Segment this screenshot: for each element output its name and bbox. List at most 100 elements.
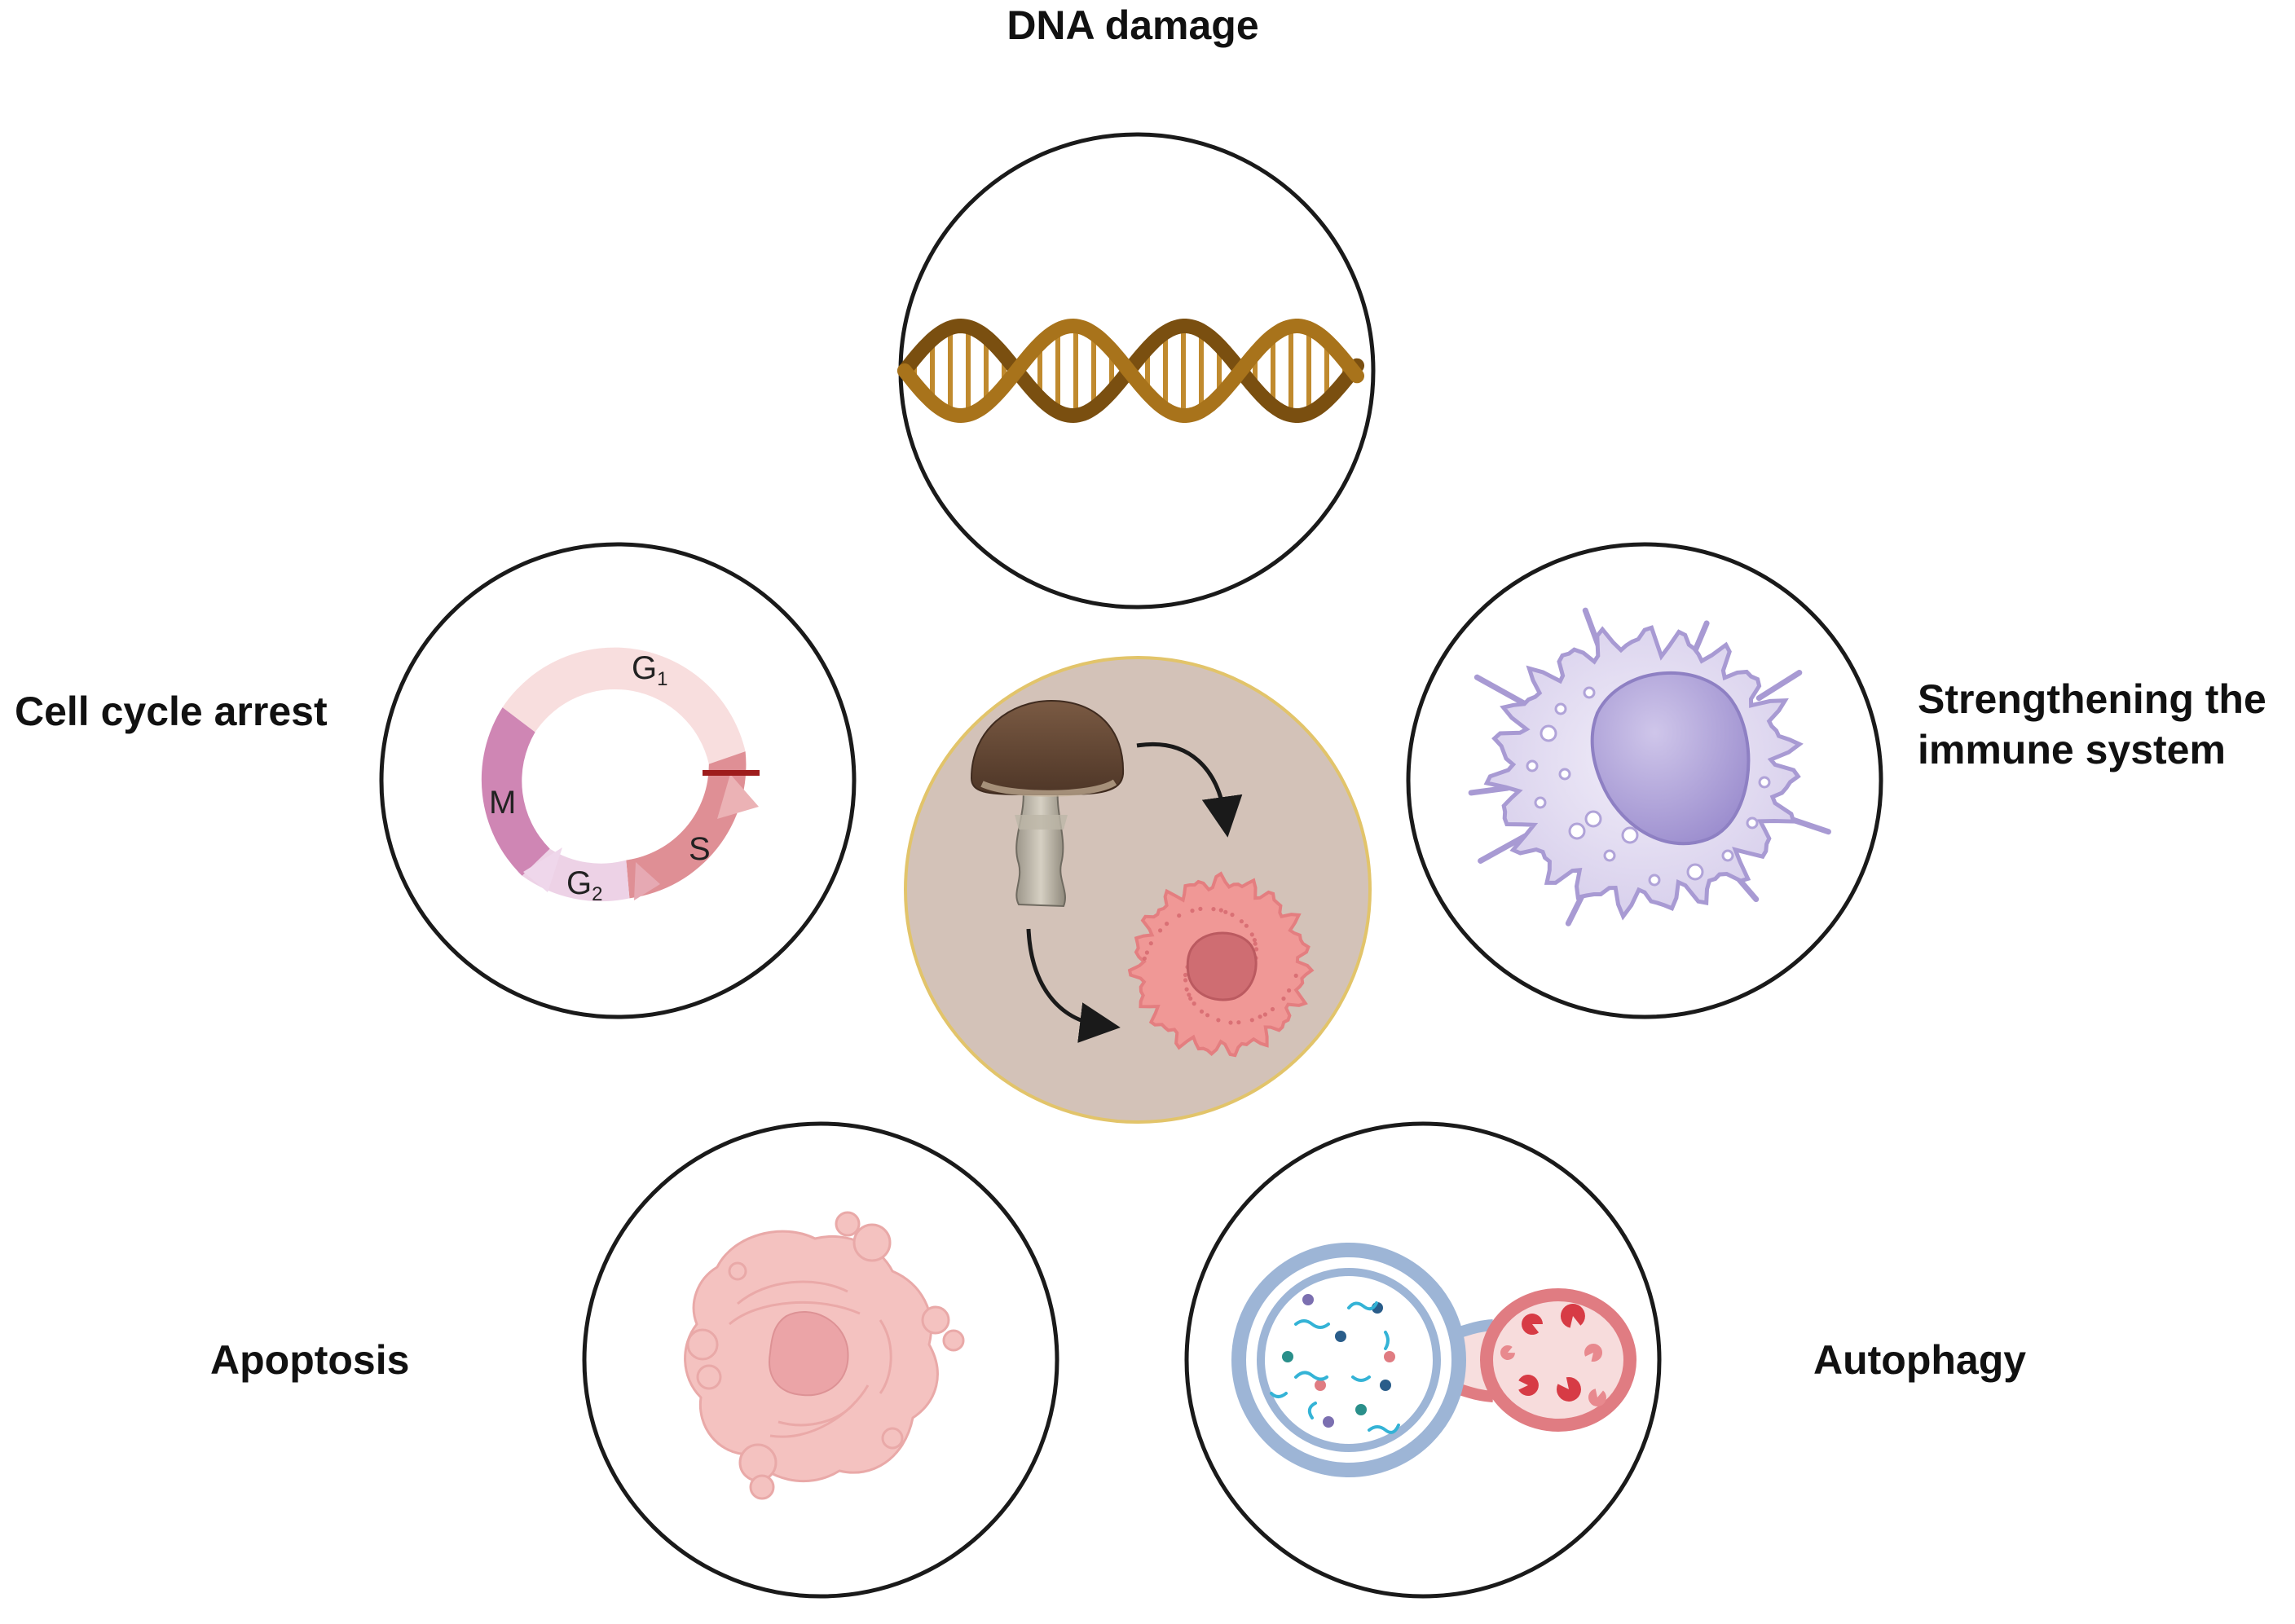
cell-speckle (1262, 1012, 1267, 1017)
cell-speckle (1293, 973, 1298, 978)
cargo-particle (1380, 1380, 1391, 1391)
cell-speckle (1158, 928, 1163, 933)
label-immune-line1: Strengthening the (1918, 676, 2266, 722)
autophagy-panel (1184, 1121, 1662, 1599)
cell-speckle (1187, 992, 1192, 997)
cargo-icons (1270, 1294, 1400, 1434)
label-autophagy: Autophagy (1813, 1337, 2026, 1383)
phase-s-arc (626, 751, 747, 899)
cargo-particle (1384, 1351, 1395, 1362)
dna-helix-icon (897, 318, 1364, 424)
cargo-protein (1270, 1392, 1288, 1398)
cell-speckle (1199, 1009, 1205, 1014)
arrow-lower (1026, 928, 1121, 1043)
granule (1758, 776, 1771, 789)
cell-speckle (1223, 909, 1228, 914)
cell-speckle (1144, 950, 1149, 955)
mushroom-icon (970, 699, 1125, 908)
apoptosis-panel (582, 1121, 1059, 1599)
cell-speckle (1218, 908, 1223, 913)
cell-speckle (1211, 907, 1216, 912)
hydrolase-enzyme (1588, 1389, 1606, 1406)
granule (1554, 702, 1567, 715)
cell-speckle (1228, 1020, 1233, 1025)
granule (1568, 822, 1586, 840)
cell-speckle (1183, 978, 1188, 983)
lysosome (1480, 1288, 1636, 1432)
mushroom-stem (1015, 786, 1066, 908)
granule (1648, 874, 1661, 887)
granule (1721, 849, 1734, 862)
apoptotic-membrane-lines (729, 1280, 892, 1438)
cargo-particle (1323, 1416, 1334, 1428)
cell-spike (1473, 674, 1529, 707)
autophagosome-inner (1257, 1268, 1441, 1452)
hydrolase-enzyme (1522, 1314, 1543, 1336)
phase-m-arc (481, 707, 550, 876)
hydrolase-enzyme (1584, 1343, 1603, 1362)
cargo-particle (1355, 1404, 1367, 1415)
cargo-particle (1335, 1331, 1346, 1342)
checkpoint-bar (703, 770, 760, 776)
center-panel (904, 656, 1372, 1124)
autolysosome-icon (1231, 1243, 1636, 1477)
dna-panel (897, 132, 1376, 610)
granule (1621, 826, 1639, 844)
cargo-protein (1384, 1331, 1390, 1350)
hydrolase-enzyme (1556, 1376, 1581, 1402)
cancer-cell-nucleus (1186, 931, 1258, 1001)
immune-cell-icon (1468, 607, 1831, 926)
hydrolase-enzyme (1518, 1375, 1539, 1397)
cell-speckle (1148, 941, 1153, 946)
cell-spike (1692, 620, 1710, 654)
granule (1686, 863, 1704, 881)
cell-speckle (1190, 909, 1195, 913)
cargo-protein (1307, 1402, 1317, 1419)
arrow-upper (1136, 742, 1243, 838)
label-s: S (689, 831, 711, 867)
cell-speckle (1183, 972, 1188, 978)
apoptotic-blebs (686, 1211, 965, 1500)
cell-speckle (1142, 956, 1147, 961)
cargo-particle (1302, 1294, 1314, 1305)
phase-m-arrowhead (523, 847, 562, 892)
immune-cell-nucleus (1590, 671, 1751, 846)
granule (1603, 849, 1616, 862)
cargo-protein (1294, 1371, 1328, 1381)
cell-cycle-circle (379, 542, 857, 1019)
mushroom-gills (980, 779, 1117, 797)
granule (1534, 796, 1547, 809)
apoptotic-nucleus (769, 1311, 849, 1397)
cell-spike (1478, 833, 1529, 864)
cell-speckle (1230, 913, 1235, 918)
granule (1540, 724, 1557, 742)
cell-speckle (1165, 922, 1170, 926)
cell-speckle (1192, 1001, 1196, 1006)
immune-panel (1406, 542, 1883, 1019)
hydrolase-enzyme (1500, 1345, 1515, 1360)
cell-speckle (1252, 938, 1257, 943)
cell-speckle (1236, 1020, 1241, 1025)
cargo-protein (1368, 1424, 1400, 1434)
label-g2: G2 (566, 865, 602, 905)
cargo-particle (1315, 1380, 1326, 1391)
label-g1: G1 (632, 650, 667, 690)
cell-cycle-panel: G1 S G2 M (379, 542, 857, 1019)
cell-speckle (1188, 996, 1193, 1001)
label-immune-line2: immune system (1918, 727, 2226, 772)
apoptotic-cell-icon (684, 1211, 965, 1500)
granule (1583, 686, 1596, 699)
cell-speckle (1254, 947, 1259, 952)
cancer-cell-icon (1127, 871, 1315, 1058)
cell-speckle (1249, 1018, 1254, 1023)
cell-speckle (1249, 932, 1254, 937)
cargo-particle (1282, 1351, 1293, 1362)
cargo-protein (1347, 1301, 1378, 1311)
cell-speckle (1184, 987, 1189, 992)
granule (1526, 759, 1539, 772)
phase-s-arrowhead (717, 774, 759, 819)
dna-strand-front (897, 318, 1364, 424)
hydrolase-enzyme (1560, 1303, 1585, 1328)
